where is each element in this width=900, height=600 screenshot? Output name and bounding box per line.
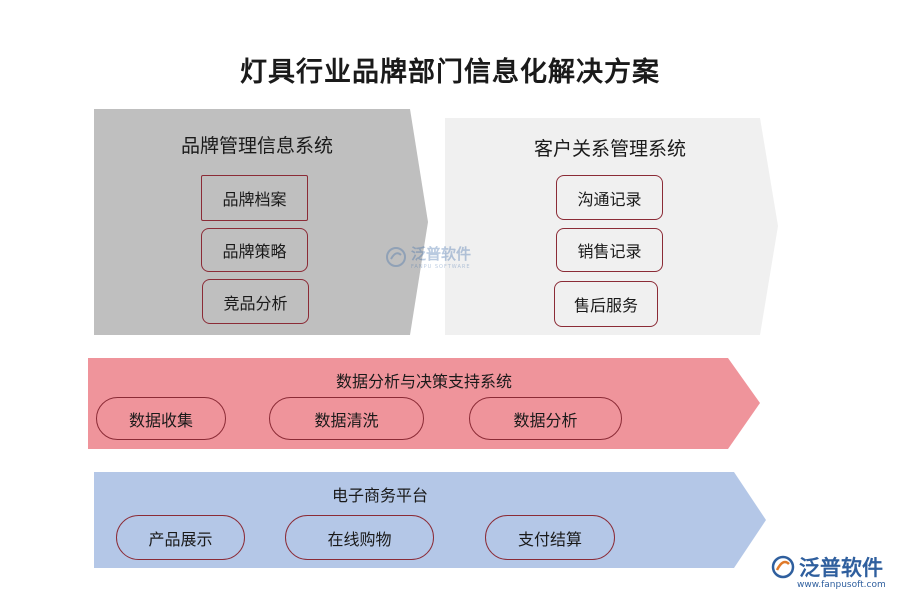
- crm-item-sales[interactable]: 销售记录: [556, 228, 663, 272]
- brand-system-panel: 品牌管理信息系统 品牌档案 品牌策略 竞品分析: [94, 109, 428, 335]
- fanpu-logo: 泛普软件: [770, 552, 883, 582]
- ecommerce-item-shopping[interactable]: 在线购物: [285, 515, 434, 560]
- brand-panel-arrow-shape: [94, 109, 428, 335]
- watermark-sub: FANPU SOFTWARE: [411, 264, 471, 270]
- ecommerce-title: 电子商务平台: [331, 486, 428, 505]
- analytics-panel-arrow-shape: [88, 358, 760, 449]
- logo-url[interactable]: www.fanpusoft.com: [797, 580, 886, 590]
- ecommerce-item-display[interactable]: 产品展示: [116, 515, 245, 560]
- logo-name: 泛普软件: [799, 556, 883, 580]
- analytics-item-clean[interactable]: 数据清洗: [269, 397, 424, 440]
- analytics-system-panel: 数据分析与决策支持系统 数据收集 数据清洗 数据分析: [88, 358, 760, 449]
- analytics-item-collect[interactable]: 数据收集: [96, 397, 226, 440]
- fanpu-logo-icon: [771, 555, 795, 579]
- brand-system-title: 品牌管理信息系统: [180, 135, 333, 157]
- ecommerce-item-payment[interactable]: 支付结算: [485, 515, 615, 560]
- ecommerce-panel: 电子商务平台 产品展示 在线购物 支付结算: [94, 472, 766, 568]
- analytics-item-analysis[interactable]: 数据分析: [469, 397, 622, 440]
- crm-system-panel: 客户关系管理系统 沟通记录 销售记录 售后服务: [445, 118, 778, 335]
- center-watermark: 泛普软件 FANPU SOFTWARE: [385, 243, 471, 270]
- brand-item-competitor[interactable]: 竞品分析: [202, 279, 309, 324]
- brand-item-archive[interactable]: 品牌档案: [201, 175, 308, 221]
- crm-item-communication[interactable]: 沟通记录: [556, 175, 663, 220]
- page-title: 灯具行业品牌部门信息化解决方案: [240, 57, 660, 88]
- watermark-name: 泛普软件: [411, 245, 472, 263]
- brand-item-strategy[interactable]: 品牌策略: [201, 228, 308, 272]
- fanpu-watermark-icon: [386, 246, 406, 267]
- crm-panel-arrow-shape: [445, 118, 778, 335]
- crm-item-aftersales[interactable]: 售后服务: [554, 281, 658, 327]
- crm-system-title: 客户关系管理系统: [533, 138, 686, 160]
- analytics-system-title: 数据分析与决策支持系统: [335, 372, 512, 391]
